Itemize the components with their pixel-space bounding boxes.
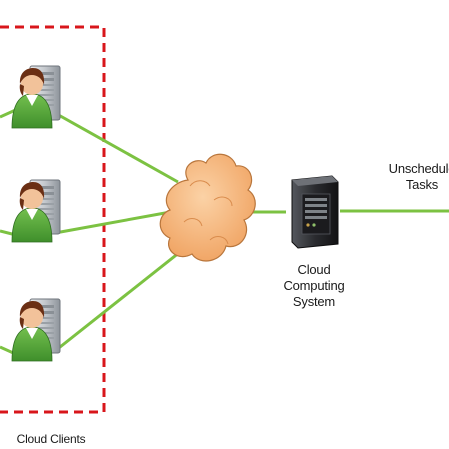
user-with-computer-icon (11, 65, 61, 129)
cloud-clients-boundary (0, 25, 106, 414)
label-line: System (292, 294, 336, 309)
cloud-computing-system-label: Cloud Computing System (262, 262, 366, 310)
label-line: Unschedule (388, 161, 449, 176)
user-with-computer-icon (11, 179, 61, 243)
link-client-2-cloud (54, 209, 177, 235)
link-client-1-cloud (54, 111, 179, 184)
label-line: Cloud (297, 262, 331, 277)
label-line: Tasks (405, 177, 439, 192)
cloud-clients-label: Cloud Clients (16, 432, 86, 446)
cloud-client-3 (11, 298, 61, 362)
unscheduled-tasks-label: Unschedule Tasks (372, 161, 449, 193)
user-with-computer-icon (11, 298, 61, 362)
label-line: Computing (283, 278, 345, 293)
server-icon (291, 175, 339, 249)
cloud-client-1 (11, 65, 61, 129)
cloud-client-2 (11, 179, 61, 243)
cloud-icon (159, 153, 256, 262)
link-client-3-cloud (54, 250, 181, 353)
